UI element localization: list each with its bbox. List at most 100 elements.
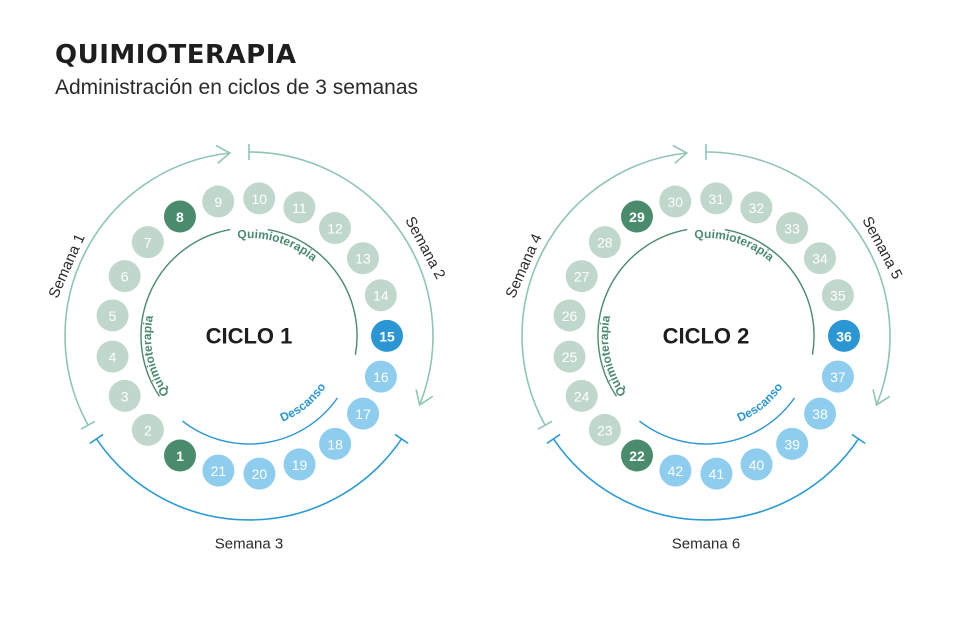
day-bubble: 23 [588, 413, 621, 446]
day-circle [283, 191, 316, 224]
day-bubble: 38 [804, 397, 837, 430]
chemo-label: Quimioterapia [694, 227, 777, 264]
day-circle [553, 299, 586, 332]
day-bubble: 5 [96, 299, 129, 332]
week-arrow-3 [89, 433, 409, 521]
day-circle [565, 260, 598, 293]
day-number: 33 [784, 221, 800, 237]
day-number: 15 [379, 328, 395, 344]
day-number: 42 [668, 463, 684, 479]
day-circle [803, 242, 836, 275]
day-number: 26 [562, 308, 578, 324]
day-number: 9 [214, 194, 222, 210]
day-number: 24 [574, 388, 590, 404]
page-title: QUIMIOTERAPIA [55, 40, 297, 70]
day-bubble: 42 [659, 454, 692, 487]
day-number: 29 [629, 209, 645, 225]
day-circle [565, 379, 598, 412]
day-circle [804, 397, 837, 430]
week-label-3: Semana 6 [672, 536, 740, 553]
day-number: 38 [812, 406, 828, 422]
day-circle [621, 439, 653, 472]
day-bubble: 12 [318, 212, 351, 245]
cycle-2: QuimioterapiaQuimioterapiaDescansoSemana… [502, 144, 906, 553]
day-bubble: 29 [620, 200, 653, 233]
day-bubble: 1 [164, 439, 196, 472]
day-bubble: 15 [370, 319, 403, 352]
chemo-label: Quimioterapia [597, 314, 629, 399]
day-number: 32 [749, 200, 765, 216]
week-arrow-2 [705, 144, 891, 407]
day-bubble: 35 [821, 279, 854, 312]
day-circle [588, 226, 621, 259]
day-number: 7 [144, 235, 152, 251]
chemo-arc [724, 228, 815, 355]
day-bubble: 25 [553, 340, 586, 373]
day-bubble: 28 [588, 226, 621, 259]
day-bubble: 37 [821, 360, 854, 393]
day-bubble: 4 [96, 340, 129, 373]
day-bubble: 19 [283, 448, 316, 481]
day-bubble: 24 [565, 379, 598, 412]
day-circle [776, 427, 809, 460]
day-circle [131, 226, 164, 259]
day-number: 39 [784, 436, 800, 452]
day-bubble: 36 [827, 319, 860, 352]
chemo-arc [140, 228, 231, 397]
cycle-label: CICLO 1 [206, 324, 293, 349]
week-label-2: Semana 5 [858, 214, 905, 282]
day-circle [659, 454, 692, 487]
week-label-3: Semana 3 [215, 536, 283, 553]
day-number: 16 [373, 369, 389, 385]
day-circle [775, 212, 808, 245]
day-bubble: 33 [775, 212, 808, 245]
day-bubble: 31 [700, 182, 733, 215]
day-number: 1 [176, 448, 184, 464]
day-bubble: 39 [776, 427, 809, 460]
day-bubble: 32 [740, 191, 773, 224]
rest-label: Descanso [735, 380, 786, 424]
day-circle [364, 279, 397, 312]
day-circle [243, 457, 276, 490]
day-number: 18 [327, 436, 343, 452]
day-bubble: 9 [202, 185, 235, 218]
rest-label: Descanso [278, 380, 329, 424]
day-bubble: 6 [108, 260, 141, 293]
day-number: 22 [629, 448, 645, 464]
week-arrow-3 [546, 433, 866, 521]
day-bubble: 8 [163, 200, 196, 233]
day-number: 25 [562, 349, 578, 365]
day-number: 5 [109, 308, 117, 324]
day-bubble: 20 [243, 457, 276, 490]
day-number: 37 [830, 369, 846, 385]
day-circle [821, 279, 854, 312]
day-number: 30 [667, 194, 683, 210]
day-number: 35 [830, 288, 846, 304]
day-bubble: 22 [621, 439, 653, 472]
day-circle [346, 242, 379, 275]
day-circle [700, 457, 733, 490]
day-circle [318, 212, 351, 245]
rest-arc [639, 397, 796, 445]
day-number: 10 [251, 191, 267, 207]
day-circle [740, 191, 773, 224]
week-arrow-2 [248, 144, 434, 407]
day-circle [96, 299, 129, 332]
day-bubble: 10 [243, 182, 276, 215]
week-arrow-1 [64, 144, 232, 430]
day-circle [553, 340, 586, 373]
day-circle [131, 413, 164, 446]
day-circle [108, 379, 141, 412]
day-number: 14 [373, 288, 389, 304]
day-bubble: 7 [131, 226, 164, 259]
day-bubble: 17 [347, 397, 380, 430]
week-arrow-1 [521, 144, 689, 430]
day-number: 8 [176, 209, 184, 225]
day-number: 36 [836, 328, 852, 344]
day-number: 40 [749, 457, 765, 473]
day-number: 12 [327, 221, 343, 237]
day-circle [164, 439, 196, 472]
day-circle [700, 182, 733, 215]
day-bubble: 16 [364, 360, 397, 393]
day-circle [202, 454, 235, 487]
